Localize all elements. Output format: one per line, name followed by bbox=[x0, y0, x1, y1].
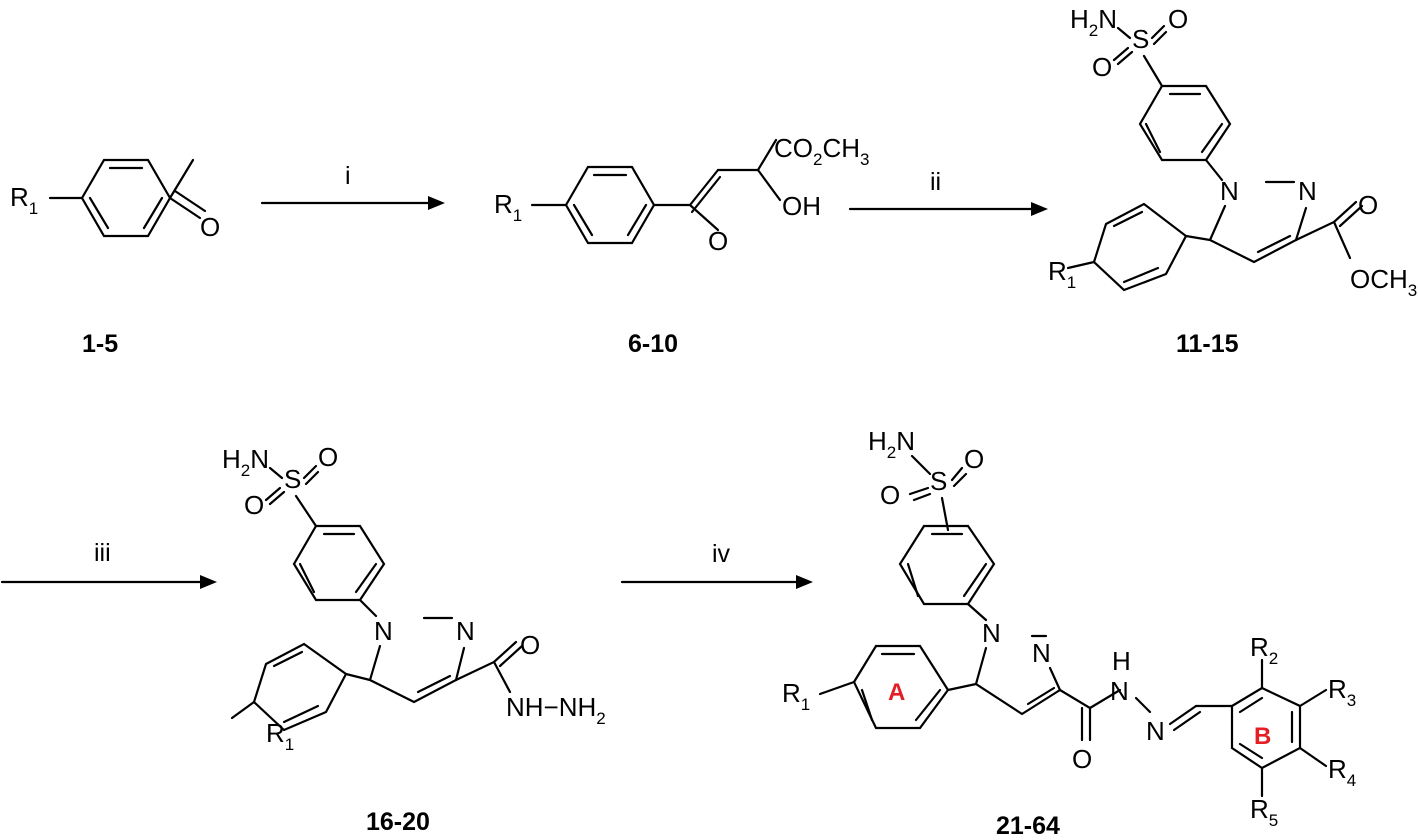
substituent-r1: R1 bbox=[10, 182, 38, 218]
atom-s: S bbox=[284, 464, 301, 494]
atom-n1: N bbox=[374, 616, 393, 646]
compound-label-16-20: 16-20 bbox=[366, 808, 430, 836]
compound-label-1-5: 1-5 bbox=[82, 330, 118, 358]
substituent-r1: R1 bbox=[266, 718, 294, 754]
atom-n: N bbox=[1110, 676, 1129, 706]
structure-compound-16-20: H2N S O O N N O NH−NH2 R1 bbox=[222, 442, 606, 754]
atom-o: O bbox=[1072, 744, 1092, 774]
atom-n: N bbox=[1146, 716, 1165, 746]
atom-s: S bbox=[1132, 24, 1149, 54]
compound-label-11-15: 11-15 bbox=[1176, 330, 1239, 358]
substituent-r2: R2 bbox=[1250, 632, 1278, 668]
condition-label-iii: iii bbox=[94, 539, 111, 567]
reaction-arrow-iii bbox=[0, 575, 217, 589]
atom-o: O bbox=[318, 442, 338, 472]
ring-label-b: B bbox=[1254, 723, 1271, 750]
atom-o: O bbox=[880, 480, 900, 510]
atom-o: O bbox=[1092, 52, 1112, 82]
substituent-r1: R1 bbox=[1048, 256, 1076, 292]
substituent-r3: R3 bbox=[1328, 674, 1356, 710]
atom-o: O bbox=[1168, 4, 1188, 34]
atom-o: O bbox=[708, 226, 728, 256]
atom-n2: N bbox=[456, 616, 475, 646]
atom-o: O bbox=[1358, 190, 1378, 220]
atom-oh: OH bbox=[782, 191, 821, 221]
structure-compound-6-10: O OH CO2CH3 R1 bbox=[494, 133, 870, 256]
structure-compound-1-5: O R1 bbox=[10, 158, 220, 242]
sulfonamide-nh2: H2N bbox=[868, 426, 915, 462]
substituent-r4: R4 bbox=[1328, 754, 1356, 790]
atom-n1: N bbox=[982, 618, 1001, 648]
reaction-arrow-i bbox=[260, 196, 445, 210]
substituent-r1: R1 bbox=[494, 189, 522, 225]
compound-label-6-10: 6-10 bbox=[628, 330, 678, 358]
atom-o: O bbox=[964, 444, 984, 474]
atom-n2: N bbox=[1032, 638, 1051, 668]
atom-o: O bbox=[520, 630, 540, 660]
condition-label-iv: iv bbox=[712, 540, 731, 568]
structure-compound-11-15: H2N S O O N N O OCH3 R1 bbox=[1048, 4, 1417, 300]
condition-label-i: i bbox=[345, 162, 351, 190]
ester-och3: OCH3 bbox=[1350, 264, 1417, 300]
atom-o: O bbox=[244, 490, 264, 520]
substituent-r5: R5 bbox=[1250, 794, 1278, 830]
atom-o: O bbox=[200, 212, 220, 242]
svg-text:NH−NH2: NH−NH2 bbox=[506, 692, 606, 728]
atom-n2: N bbox=[1298, 176, 1317, 206]
compound-label-21-64: 21-64 bbox=[996, 812, 1060, 840]
structure-compound-21-64: H2N S O O N N O H N N R2 R3 R4 R5 B A R1 bbox=[782, 426, 1356, 830]
sulfonamide-nh2: H2N bbox=[222, 444, 269, 480]
substituent-r1: R1 bbox=[782, 678, 810, 714]
atom-nh: H bbox=[1112, 646, 1131, 676]
sulfonamide-nh2: H2N bbox=[1070, 4, 1117, 40]
reaction-arrow-ii bbox=[848, 202, 1048, 216]
atom-s: S bbox=[930, 466, 947, 496]
ring-label-a: A bbox=[888, 679, 905, 706]
atom-n1: N bbox=[1220, 176, 1239, 206]
reaction-arrow-iv bbox=[620, 575, 813, 589]
ester-co2ch3: CO2CH3 bbox=[774, 133, 870, 169]
condition-label-ii: ii bbox=[930, 168, 941, 196]
